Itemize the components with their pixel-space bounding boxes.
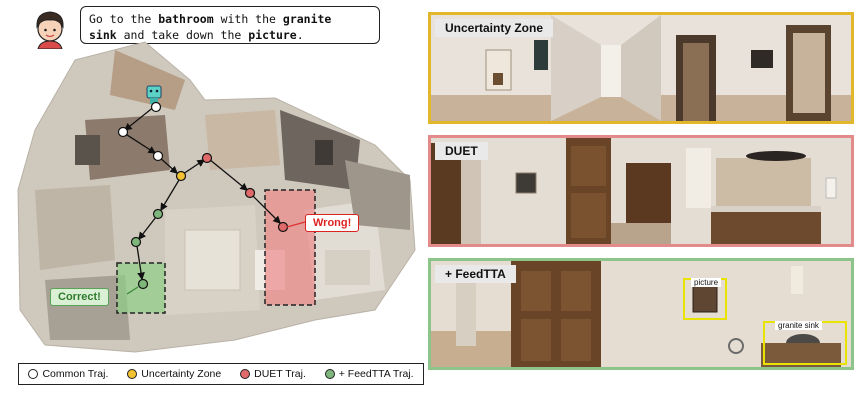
- granite-sink-box-label: granite sink: [775, 321, 822, 330]
- instr-keyword-sink: sink: [89, 28, 117, 42]
- instr-text-1: Go to the: [89, 12, 159, 26]
- legend-label-common: Common Traj.: [42, 368, 109, 380]
- feedtta-node: [137, 278, 149, 290]
- common-trajectory: [123, 105, 178, 174]
- duet-target-zone: [264, 189, 316, 306]
- legend: Common Traj. Uncertainty Zone DUET Traj.…: [18, 363, 424, 385]
- instr-text-4: .: [296, 28, 304, 42]
- legend-item-feedtta: + FeedTTA Traj.: [324, 368, 414, 380]
- duet-trajectory: [182, 158, 281, 224]
- robot-agent-icon: [146, 85, 162, 104]
- legend-dot-feedtta: [324, 369, 335, 379]
- duet-node: [244, 187, 256, 199]
- common-node: [150, 101, 162, 113]
- feedtta-trajectory: [136, 179, 180, 281]
- instr-text-3: and take down the: [116, 28, 249, 42]
- duet-node: [201, 152, 213, 164]
- legend-dot-duet: [240, 369, 251, 379]
- legend-item-duet: DUET Traj.: [240, 368, 306, 380]
- common-node: [117, 126, 129, 138]
- floor-plan-map: [17, 41, 416, 353]
- legend-label-feedtta: + FeedTTA Traj.: [338, 368, 414, 380]
- legend-item-common: Common Traj.: [28, 368, 108, 380]
- uncertainty-node: [175, 170, 187, 182]
- user-avatar-icon: [36, 11, 64, 49]
- instr-keyword-granite: granite: [282, 12, 332, 26]
- common-node: [152, 150, 164, 162]
- instr-keyword-picture: picture: [248, 28, 297, 42]
- panel-label-uncertainty: Uncertainty Zone: [435, 19, 554, 37]
- legend-label-uncertainty: Uncertainty Zone: [141, 368, 222, 380]
- legend-dot-common: [28, 369, 39, 379]
- panel-label-feedtta: + FeedTTA: [435, 265, 516, 283]
- feedtta-node: [152, 208, 164, 220]
- duet-node: [277, 221, 289, 233]
- legend-label-duet: DUET Traj.: [254, 368, 306, 380]
- correct-callout: Correct!: [50, 288, 109, 306]
- picture-box-label: picture: [691, 278, 722, 287]
- instruction-bubble: Go to the bathroom with the granite sink…: [80, 6, 380, 44]
- feedtta-panel: + FeedTTA picture granite sink: [428, 258, 854, 370]
- feedtta-node: [130, 236, 142, 248]
- wrong-callout: Wrong!: [305, 214, 360, 232]
- instr-text-2: with the: [213, 12, 283, 26]
- legend-dot-uncertainty: [127, 369, 138, 379]
- uncertainty-zone-panel: Uncertainty Zone: [428, 12, 854, 124]
- house-footprint: [17, 41, 416, 353]
- panel-label-duet: DUET: [435, 142, 488, 160]
- duet-view-image: [431, 138, 851, 244]
- duet-panel: DUET: [428, 135, 854, 247]
- instr-keyword-bathroom: bathroom: [158, 12, 214, 26]
- legend-item-uncertainty: Uncertainty Zone: [127, 368, 221, 380]
